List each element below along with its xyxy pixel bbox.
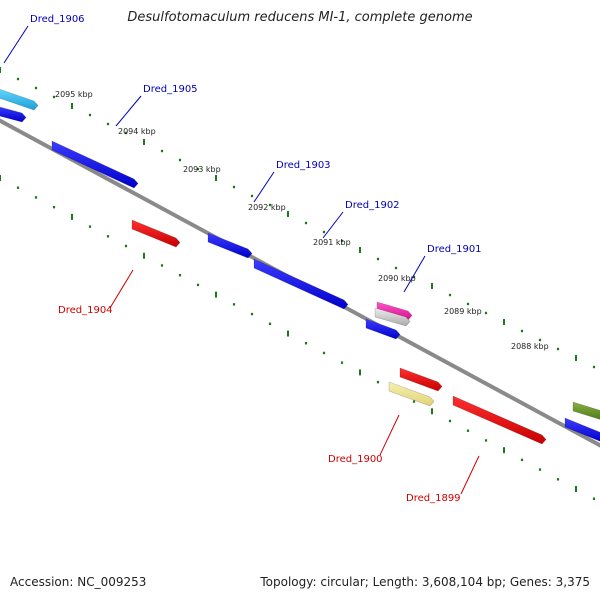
gene-dred-1899 [452,395,547,445]
scale-tick-label: 2092 kbp [248,203,286,212]
scale-tick-label: 2093 kbp [183,165,221,174]
gene-label-leader [115,95,142,127]
gene-dred-1903 [207,232,253,259]
gene-label-leader [253,171,275,203]
gene-label-leader [109,269,134,309]
scale-tick-label: 2089 kbp [444,307,482,316]
gene-dred-1905 [51,140,139,189]
gene-label[interactable]: Dred_1902 [345,200,400,211]
scale-tick-label: 2095 kbp [55,90,93,99]
gene-olive-edge [572,401,600,420]
genome-summary-text: Topology: circular; Length: 3,608,104 bp… [260,575,590,589]
forward-scale-dots [0,67,596,369]
gene-label-leader [379,414,400,456]
scale-tick-label: 2088 kbp [511,342,549,351]
map-title: Desulfotomaculum reducens MI-1, complete… [127,10,473,25]
gene-dred-1906 [0,89,39,111]
gene-label-leader [3,25,29,64]
scale-tick-label: 2090 kbp [378,274,416,283]
gene-label[interactable]: Dred_1901 [427,244,482,255]
gene-dred-1900 [388,381,435,407]
gene-blue-edge [0,106,27,123]
accession-text: Accession: NC_009253 [10,575,147,589]
scale-tick-label: 2091 kbp [313,238,351,247]
gene-dred-1901-b [374,307,411,327]
gene-red-small [399,367,443,392]
gene-label-leader [322,211,344,239]
gene-dred-1902 [253,258,349,310]
gene-label[interactable]: Dred_1900 [328,454,383,465]
gene-dred-1904 [131,219,181,248]
gene-label[interactable]: Dred_1903 [276,160,331,171]
gene-label[interactable]: Dred_1899 [406,493,461,504]
reverse-scale-dots [0,175,596,500]
gene-label[interactable]: Dred_1906 [30,14,85,25]
gene-label-leader [403,255,426,293]
gene-label[interactable]: Dred_1904 [58,305,113,316]
gene-label-leader [460,455,480,495]
scale-tick-label: 2094 kbp [118,127,156,136]
gene-label[interactable]: Dred_1905 [143,84,198,95]
gene-blue-small [365,318,401,340]
gene-blue-edge-right [564,417,600,442]
